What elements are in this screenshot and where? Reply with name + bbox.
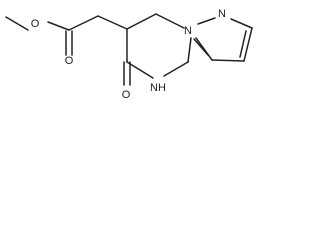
bond-pyrazole-c2-c3-inner bbox=[239, 30, 247, 58]
bond-pyrazole-n1-c2 bbox=[230, 18, 253, 29]
bond-pyrazole-n8-n1 bbox=[197, 17, 216, 25]
ester-carbonyl-oxygen-label: O bbox=[65, 55, 74, 67]
bond-o-ester-carbon bbox=[47, 21, 70, 31]
bond-pyrazole-c2-c3-outer bbox=[243, 27, 253, 62]
bond-ring-c6-c7 bbox=[126, 13, 157, 30]
bond-ring-c3a-nh bbox=[163, 61, 189, 77]
bond-ring-nh-c5 bbox=[126, 61, 154, 79]
bond-pyrazole-inner-double bbox=[193, 38, 209, 56]
bond-ch2-ring bbox=[97, 15, 128, 30]
methyl-oxygen-label: O bbox=[31, 18, 40, 30]
bond-pyrazole-c3-c3a bbox=[211, 59, 245, 62]
bond-pyrazole-c3a-n8 bbox=[195, 37, 213, 61]
pyrazole-nitrogen-label: N bbox=[218, 8, 226, 20]
chemical-structure-diagram: O O N N O NH bbox=[5, 8, 253, 101]
bond-ester-carbon-ch2 bbox=[68, 15, 99, 31]
bond-ring-c7-n8 bbox=[155, 13, 185, 29]
lactam-oxygen-label: O bbox=[122, 89, 131, 101]
bond-methyl-o bbox=[5, 16, 29, 31]
bond-ring-n8-c3a bbox=[187, 37, 192, 63]
bridgehead-nitrogen-label: N bbox=[184, 25, 192, 37]
nh-label: NH bbox=[150, 82, 166, 94]
